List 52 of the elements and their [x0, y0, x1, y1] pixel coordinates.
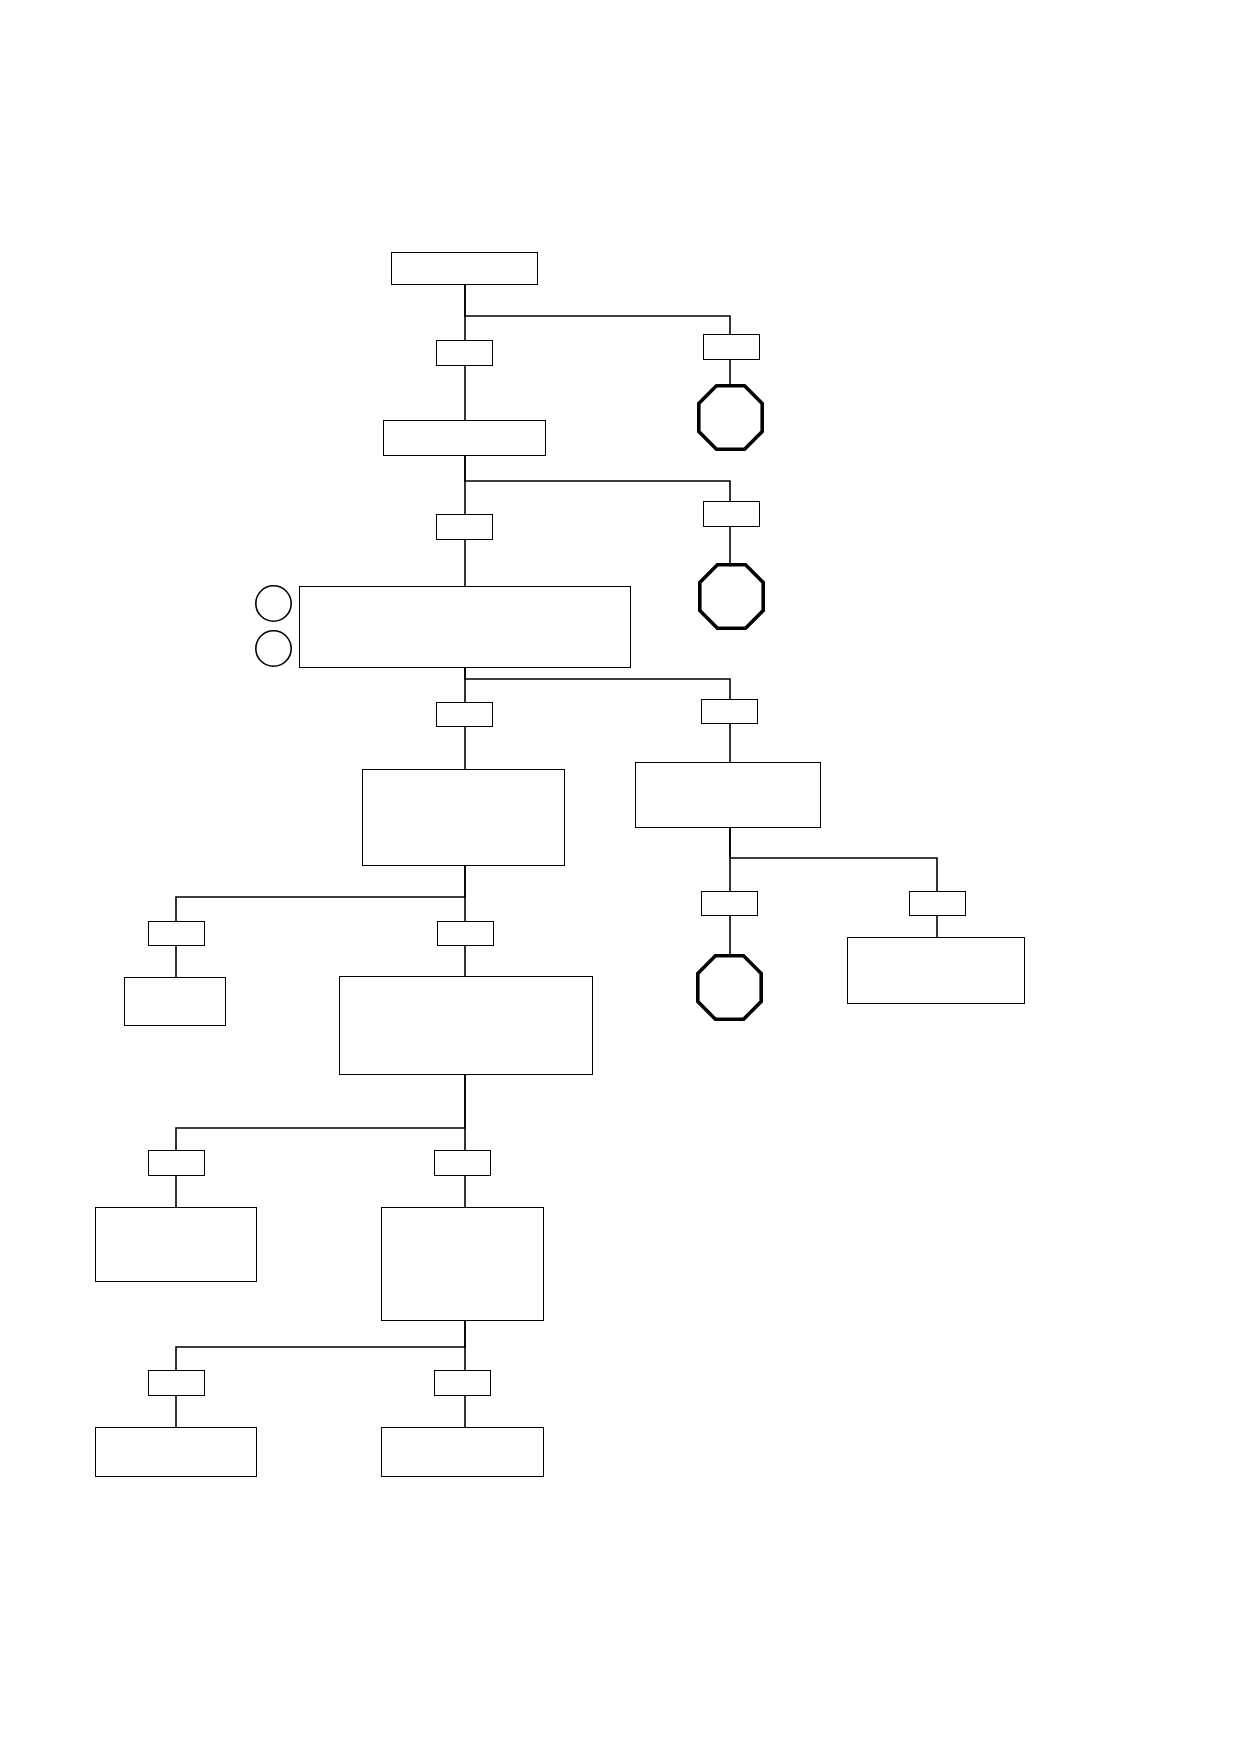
- connector-line: [175, 945, 177, 978]
- connector-line: [464, 1395, 466, 1428]
- connector-line: [464, 365, 466, 421]
- connector-line: [729, 915, 731, 955]
- connector-line: [464, 455, 731, 502]
- small-box: [436, 702, 493, 727]
- process-box: [339, 976, 593, 1075]
- connector-line: [464, 284, 731, 335]
- small-box: [434, 1150, 491, 1176]
- process-box: [95, 1427, 257, 1477]
- process-box: [381, 1207, 544, 1321]
- octagon-node: [697, 384, 764, 451]
- circle-node: [255, 585, 292, 622]
- process-box: [95, 1207, 257, 1282]
- small-box: [703, 501, 760, 527]
- connector-line: [464, 726, 466, 770]
- small-box: [703, 334, 760, 360]
- process-box: [847, 937, 1025, 1004]
- small-box: [909, 891, 966, 916]
- small-box: [148, 921, 205, 946]
- small-box: [701, 891, 758, 916]
- process-box: [299, 586, 631, 668]
- small-box: [437, 921, 494, 946]
- process-box: [391, 252, 538, 285]
- process-box: [124, 977, 226, 1026]
- small-box: [434, 1370, 491, 1396]
- connector-line: [464, 1175, 466, 1208]
- connector-line: [464, 667, 731, 700]
- small-box: [701, 699, 758, 724]
- small-box: [148, 1150, 205, 1176]
- connector-line: [464, 539, 466, 587]
- process-box: [383, 420, 546, 456]
- process-box: [381, 1427, 544, 1477]
- circle-node: [255, 630, 292, 667]
- process-box: [635, 762, 821, 828]
- octagon-node: [696, 954, 763, 1021]
- connector-line: [464, 945, 466, 977]
- connector-line: [464, 1074, 466, 1151]
- connector-line: [175, 1395, 177, 1428]
- connector-line: [175, 1175, 177, 1208]
- small-box: [148, 1370, 205, 1396]
- connector-line: [464, 1320, 466, 1371]
- connector-line: [729, 526, 731, 564]
- connector-line: [729, 359, 731, 385]
- small-box: [436, 514, 493, 540]
- connector-line: [936, 915, 938, 938]
- connector-line: [729, 723, 731, 763]
- connector-line: [464, 865, 466, 922]
- octagon-node: [698, 563, 765, 630]
- small-box: [436, 340, 493, 366]
- process-box: [362, 769, 565, 866]
- connector-line: [729, 827, 938, 892]
